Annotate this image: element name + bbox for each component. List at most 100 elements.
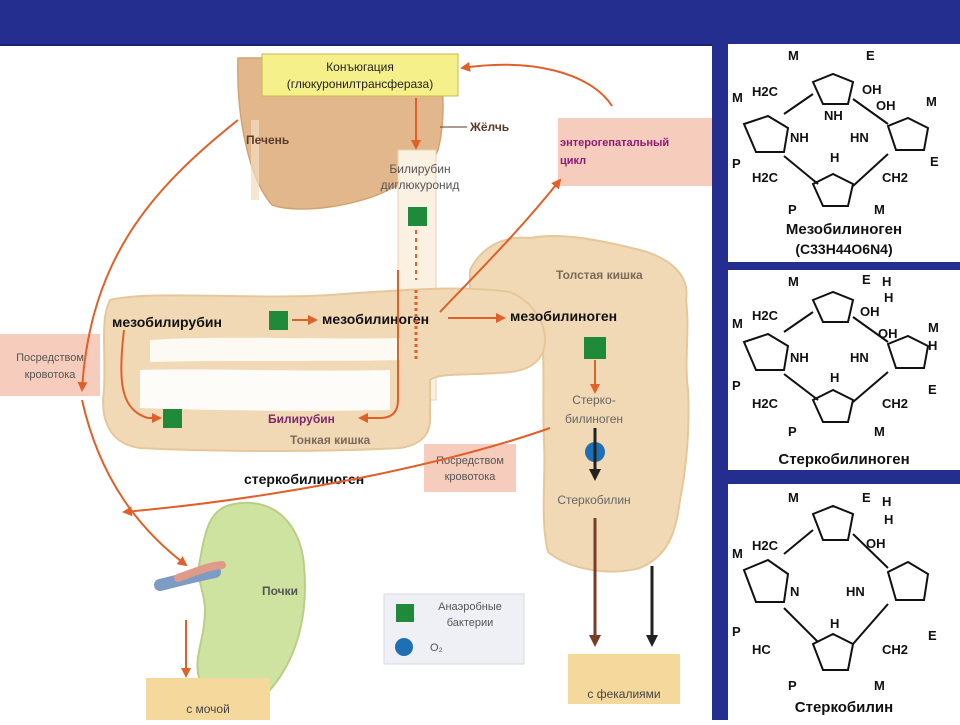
legend-o2-icon <box>395 638 413 656</box>
legend-bacteria-icon <box>396 604 414 622</box>
group-label: E <box>862 490 871 505</box>
group-label: N <box>790 584 799 599</box>
stercobilinogen-colon-label-2: билиноген <box>565 412 623 426</box>
group-label: M <box>788 274 799 289</box>
mesobilinogen-colon-label: мезобилиноген <box>510 308 617 324</box>
header-bar <box>0 0 960 46</box>
group-label: NH <box>790 130 809 145</box>
feces-box <box>568 654 680 704</box>
group-label: OH <box>860 304 880 319</box>
urine-label: с мочой <box>186 702 230 716</box>
bacteria-marker <box>408 207 427 226</box>
group-label: HC <box>752 642 771 657</box>
bacteria-marker <box>584 337 606 359</box>
group-label: P <box>732 378 741 393</box>
conjugation-enzyme: (глюкуронилтрансфераза) <box>287 77 433 91</box>
bilirubin-diglucuronide-label: Билирубин <box>389 162 450 176</box>
stercobilinogen-structure-panel: M E H H M H2C OH OH M NH HN H P H E H2C … <box>728 270 960 470</box>
urine-box <box>146 678 270 720</box>
group-label: HN <box>850 350 869 365</box>
stercobilinogen-label: стеркобилиноген <box>244 471 364 487</box>
group-label: P <box>788 424 797 439</box>
group-label: OH <box>876 98 896 113</box>
group-label: M <box>874 678 885 693</box>
group-label: H2C <box>752 396 779 411</box>
via-blood-mid-box <box>424 444 516 492</box>
group-label: M <box>928 320 939 335</box>
stercobilin-structure: M E H H M H2C OH N HN E P H HC CH2 P M С… <box>732 490 937 716</box>
group-label: NH <box>824 108 843 123</box>
bacteria-marker <box>269 311 288 330</box>
group-label: M <box>926 94 937 109</box>
group-label: OH <box>862 82 882 97</box>
conjugation-label: Конъюгация <box>326 60 394 74</box>
stercobilinogen-structure: M E H H M H2C OH OH M NH HN H P H E H2C … <box>732 272 939 468</box>
legend-bacteria-label-2: бактерии <box>447 617 494 629</box>
group-label: E <box>862 272 871 287</box>
stercobilinogen-colon-label: Стерко- <box>572 393 615 407</box>
conjugation-box <box>261 53 459 97</box>
group-label: H2C <box>752 308 779 323</box>
bile-label: Жёлчь <box>469 120 509 134</box>
group-label: E <box>866 48 875 63</box>
group-label: M <box>788 490 799 505</box>
group-label: NH <box>790 350 809 365</box>
group-label: H <box>928 338 937 353</box>
group-label: M <box>732 546 743 561</box>
group-label: OH <box>878 326 898 341</box>
mesobilinogen-structure: M E M OH H2C NH HN OH M NH E P H H2C CH2… <box>732 48 939 257</box>
large-intestine-label: Толстая кишка <box>556 268 643 282</box>
stercobilin-structure-panel: M E H H M H2C OH N HN E P H HC CH2 P M С… <box>728 484 960 720</box>
group-label: M <box>732 316 743 331</box>
group-label: P <box>788 202 797 217</box>
via-blood-mid-label-2: кровотока <box>445 471 497 483</box>
group-label: H <box>830 616 839 631</box>
enterohepatic-label-2: цикл <box>560 155 586 167</box>
via-blood-left-label: Посредством <box>16 352 84 364</box>
mesobilinogen-structure-panel: M E M OH H2C NH HN OH M NH E P H H2C CH2… <box>728 44 960 262</box>
group-label: H <box>882 274 891 289</box>
group-label: CH2 <box>882 642 908 657</box>
enterohepatic-label: энтерогепатальный <box>560 137 669 149</box>
group-label: M <box>874 202 885 217</box>
enterohepatic-box <box>558 118 712 186</box>
group-label: E <box>928 628 937 643</box>
small-intestine-label: Тонкая кишка <box>290 433 371 447</box>
flow-arrows <box>77 61 613 678</box>
mesobilinogen-label: мезобилиноген <box>322 311 429 327</box>
structure-formula: (C33H44O6N4) <box>795 241 892 257</box>
group-label: CH2 <box>882 170 908 185</box>
group-label: E <box>930 154 939 169</box>
group-label: M <box>874 424 885 439</box>
large-intestine-shape <box>469 234 690 573</box>
kidneys-label: Почки <box>262 584 298 598</box>
group-label: P <box>732 156 741 171</box>
group-label: HN <box>850 130 869 145</box>
stercobilin-colon-label: Стеркобилин <box>557 493 630 507</box>
group-label: M <box>732 90 743 105</box>
group-label: P <box>788 678 797 693</box>
bilirubin-metabolism-diagram: Конъюгация (глюкуронилтрансфераза) Печен… <box>0 53 712 720</box>
group-label: H <box>884 290 893 305</box>
group-label: CH2 <box>882 396 908 411</box>
feces-label: с фекалиями <box>587 687 660 701</box>
via-blood-mid-label: Посредством <box>436 455 504 467</box>
kidney-shape <box>196 501 306 705</box>
mesobilirubin-label: мезобилирубин <box>112 314 222 330</box>
bacteria-marker <box>163 409 182 428</box>
group-label: HN <box>846 584 865 599</box>
group-label: H <box>884 512 893 527</box>
group-label: H2C <box>752 538 779 553</box>
small-intestine-shape <box>102 287 547 452</box>
group-label: H2C <box>752 84 779 99</box>
legend-bacteria-label: Анаэробные <box>438 601 502 613</box>
group-label: H <box>830 150 839 165</box>
bilirubin-label: Билирубин <box>268 412 335 426</box>
group-label: P <box>732 624 741 639</box>
liver-label: Печень <box>246 133 289 147</box>
group-label: H <box>830 370 839 385</box>
via-blood-left-label-2: кровотока <box>25 369 77 381</box>
group-label: M <box>788 48 799 63</box>
group-label: E <box>928 382 937 397</box>
legend-o2-label: O₂ <box>430 642 443 654</box>
